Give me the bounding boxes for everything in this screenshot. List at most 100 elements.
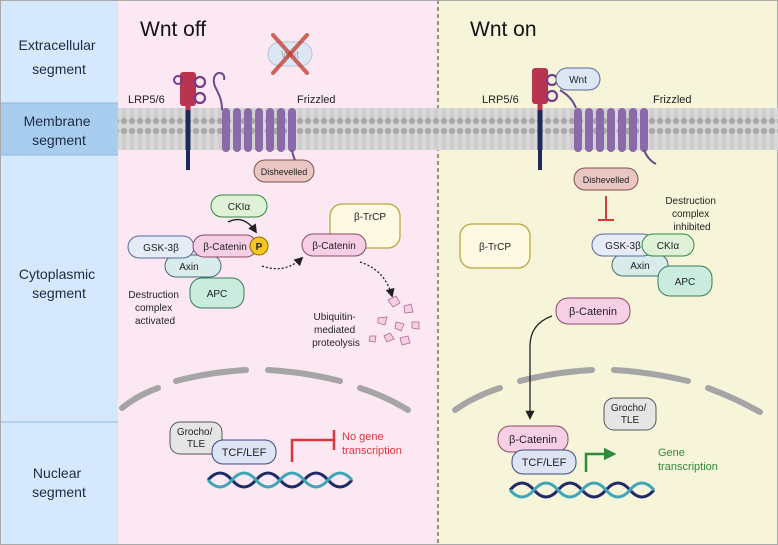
ck1-alpha-left-text: CKIα [228, 202, 251, 213]
cell-membrane [118, 108, 778, 150]
segment-column [0, 0, 118, 545]
nuclear-label: Nuclear segment [32, 465, 86, 500]
nuclear-envelope-left [119, 367, 411, 413]
proteolysis-label-line: Ubiquitin- [313, 312, 355, 323]
inhibited-label-line: inhibited [673, 222, 710, 233]
groucho-left-line: TLE [187, 439, 206, 450]
degradation-arrow [359, 261, 395, 298]
extracellular-label: Extracellular segment [19, 37, 100, 77]
membrane-label-line: segment [32, 132, 86, 148]
inhibition-symbol-right [598, 196, 614, 221]
inhibition-symbol-left [290, 430, 336, 462]
axin-left [164, 254, 222, 278]
wnt-ligand [555, 67, 601, 91]
dishevelled-left-text: Dishevelled [261, 167, 308, 177]
wnt-ligand-text: Wnt [569, 75, 587, 86]
nuclear-envelope-right [452, 367, 763, 415]
wnt-off-title: Wnt off [140, 18, 206, 41]
groucho-right [603, 397, 657, 431]
lrp-receptor-right [532, 68, 559, 170]
left-panel-background [118, 0, 438, 545]
proteolysis-label-line: proteolysis [312, 338, 360, 349]
to-btrcp-arrow [261, 256, 304, 270]
gsk3b-left-text: GSK-3β [143, 243, 179, 254]
apc-left [189, 277, 245, 309]
apc-right [657, 265, 713, 297]
axin-left-text: Axin [179, 262, 198, 273]
frizzled-receptor-left [212, 72, 301, 167]
axin-right-text: Axin [630, 261, 649, 272]
ck1-alpha-left [210, 194, 268, 218]
beta-catenin-left-text: β-Catenin [203, 242, 247, 253]
dna-helix-left [206, 471, 354, 489]
destruction-complex-activated-label: Destruction complex activated [128, 290, 181, 327]
beta-catenin-nuclear-text: β-Catenin [509, 434, 557, 446]
groucho-left [169, 421, 223, 455]
cross-icon [271, 33, 309, 75]
no-transcription-label: No gene transcription [342, 431, 402, 457]
complex-label-line: complex [135, 303, 172, 314]
tcf-lef-left-text: TCF/LEF [222, 447, 267, 459]
dishevelled-right [573, 167, 639, 191]
gene-transcription-label: Gene transcription [658, 447, 718, 473]
proteolysis-label: Ubiquitin- mediated proteolysis [312, 312, 360, 349]
groucho-right-line: TLE [621, 415, 640, 426]
groucho-left-line: Grocho/ [177, 427, 213, 438]
dna-helix-right [508, 481, 656, 499]
beta-catenin-tagged-text: β-Catenin [312, 241, 356, 252]
nuclear-translocation-arrow [525, 315, 553, 420]
apc-left-text: APC [207, 289, 228, 300]
complex-label-line: Destruction [128, 290, 179, 301]
lrp-receptor-left [173, 72, 207, 170]
dishevelled-left [253, 159, 315, 183]
ck1-alpha-right [641, 233, 695, 257]
membrane-label-line: Membrane [24, 113, 91, 129]
wnt-on-title: Wnt on [470, 18, 537, 41]
right-panel-background [438, 0, 778, 545]
frizzled-label-left: Frizzled [297, 94, 336, 106]
cytoplasmic-label-line: Cytoplasmic [19, 266, 95, 282]
dishevelled-right-text: Dishevelled [583, 175, 630, 185]
extracellular-label-line: Extracellular [19, 37, 96, 53]
tcf-lef-right-text: TCF/LEF [522, 457, 567, 469]
membrane-label: Membrane segment [24, 113, 95, 148]
btrcp-right [459, 223, 531, 269]
proteolysis-label-line: mediated [314, 325, 355, 336]
frizzled-label-right: Frizzled [653, 94, 692, 106]
tcf-lef-left [211, 439, 277, 465]
beta-catenin-tagged [301, 233, 367, 257]
phosphate-text: P [256, 242, 263, 253]
phosphate-group [249, 236, 269, 256]
btrcp-right-text: β-TrCP [479, 242, 511, 253]
frizzled-receptor-right [559, 89, 657, 165]
tcf-lef-right [511, 449, 577, 475]
inhibited-label-line: Destruction [665, 196, 716, 207]
apc-right-text: APC [675, 277, 696, 288]
groucho-right-line: Grocho/ [611, 403, 647, 414]
nuclear-label-line: Nuclear [33, 465, 82, 481]
ck1-alpha-right-text: CKIα [657, 241, 680, 252]
no-transcription-line: No gene [342, 431, 384, 443]
membrane-segment-band [0, 103, 118, 155]
transcription-arrow [584, 447, 617, 472]
absent-wnt: Wnt [267, 33, 313, 75]
destruction-complex-inhibited-label: Destruction complex inhibited [665, 196, 718, 233]
extracellular-label-line: segment [32, 61, 86, 77]
cytoplasmic-label-line: segment [32, 285, 86, 301]
lrp-label-left: LRP5/6 [128, 94, 165, 106]
beta-catenin-stable-text: β-Catenin [569, 306, 617, 318]
groucho-left-text: Grocho/ TLE [177, 427, 215, 450]
cytoplasmic-label: Cytoplasmic segment [19, 266, 99, 301]
phosphorylation-arrow [227, 218, 258, 234]
inhibited-label-line: complex [672, 209, 709, 220]
protein-fragments [368, 295, 420, 346]
btrcp-left-text: β-TrCP [354, 212, 386, 223]
no-transcription-line: transcription [342, 445, 402, 457]
gene-transcription-line: transcription [658, 461, 718, 473]
groucho-right-text: Grocho/ TLE [611, 403, 649, 426]
gene-transcription-line: Gene [658, 447, 685, 459]
lrp-label-right: LRP5/6 [482, 94, 519, 106]
gsk3b-right-text: GSK-3β [605, 241, 641, 252]
complex-label-line: activated [135, 316, 175, 327]
